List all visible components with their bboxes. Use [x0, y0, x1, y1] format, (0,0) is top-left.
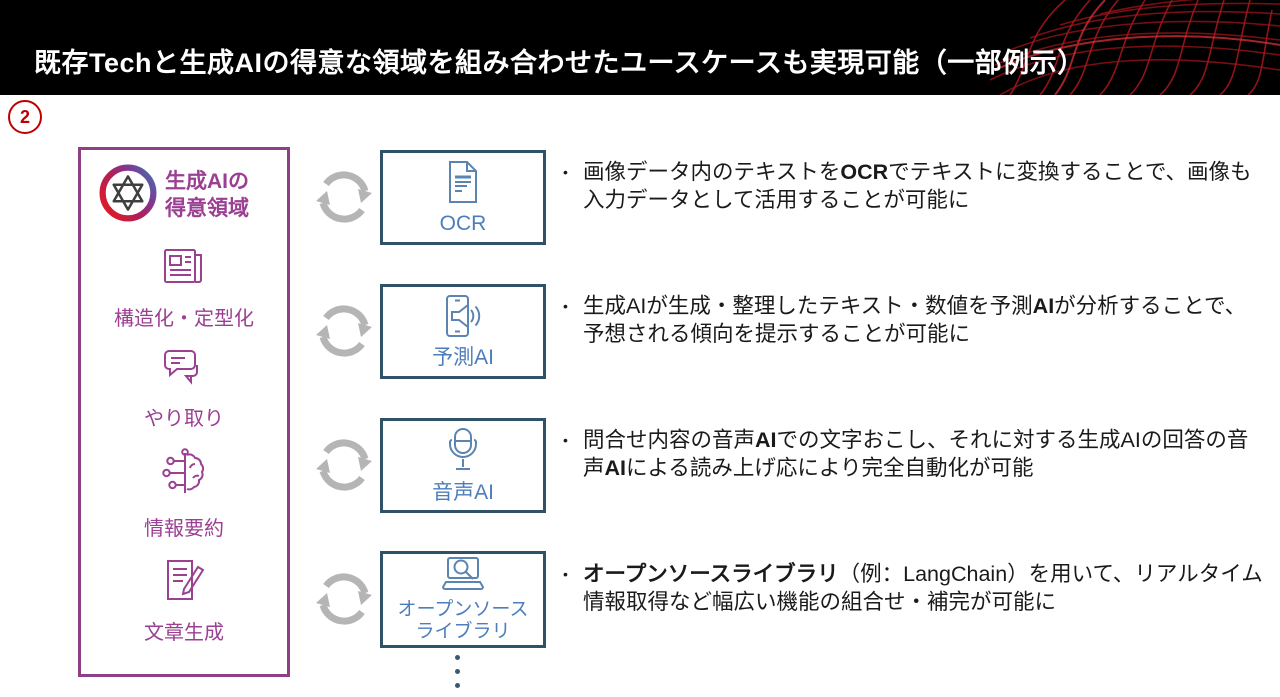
list-item: 情報要約 — [81, 431, 287, 541]
section-number: 2 — [19, 106, 30, 127]
tech-box-label: OCR — [439, 211, 487, 235]
page-title: 既存Techと生成AIの得意な領域を組み合わせたユースケースも実現可能（一部例示… — [34, 48, 1085, 78]
openai-logo-icon — [99, 164, 157, 227]
document-pencil-icon — [160, 557, 208, 608]
panel-item-label: 文章生成 — [144, 622, 224, 644]
tech-box-voice-ai: 音声AI — [380, 418, 546, 513]
ellipsis-dot — [455, 669, 460, 674]
header-bar: 既存Techと生成AIの得意な領域を組み合わせたユースケースも実現可能（一部例示… — [0, 0, 1280, 95]
tech-box-label: 予測AI — [432, 345, 494, 369]
bullet-open-source-library: • オープンソースライブラリ（例：LangChain）を用いて、リアルタイム情報… — [563, 560, 1263, 616]
cycle-arrows-icon — [316, 573, 372, 625]
newspaper-icon — [160, 245, 208, 294]
section-number-badge: 2 — [8, 100, 42, 134]
panel-item-label: 構造化・定型化 — [114, 308, 254, 330]
list-item: 文章生成 — [81, 541, 287, 645]
list-item: 構造化・定型化 — [81, 229, 287, 331]
red-mesh-decoration — [989, 0, 1280, 95]
bullet-voice-ai: • 問合せ内容の音声AIでの文字おこし、それに対する生成AIの回答の音声AIによ… — [563, 426, 1263, 482]
bullet-text: 問合せ内容の音声AIでの文字おこし、それに対する生成AIの回答の音声AIによる読… — [583, 428, 1249, 480]
document-text-icon — [443, 159, 483, 210]
tech-box-predictive-ai: 予測AI — [380, 284, 546, 379]
bullet-marker: • — [563, 298, 568, 314]
tech-box-ocr: OCR — [380, 150, 546, 245]
cycle-arrows-icon — [316, 439, 372, 491]
cycle-arrows-icon — [316, 305, 372, 357]
bullet-text: 生成AIが生成・整理したテキスト・数値を予測AIが分析することで、予想される傾向… — [583, 294, 1247, 346]
tech-box-open-source-library: オープンソース ライブラリ — [380, 551, 546, 648]
ellipsis-dot — [455, 683, 460, 688]
more-items-ellipsis — [455, 655, 460, 688]
tech-box-label: オープンソース ライブラリ — [397, 599, 529, 642]
panel-item-label: 情報要約 — [144, 518, 224, 540]
brain-circuit-icon — [159, 447, 209, 504]
phone-speaker-icon — [437, 293, 489, 344]
bullet-text: オープンソースライブラリ（例：LangChain）を用いて、リアルタイム情報取得… — [583, 562, 1263, 614]
list-item: やり取り — [81, 331, 287, 431]
panel-item-label: やり取り — [144, 408, 224, 430]
ellipsis-dot — [455, 655, 460, 660]
panel-header: 生成AIの 得意領域 — [99, 164, 279, 227]
panel-title: 生成AIの 得意領域 — [165, 170, 249, 220]
bullet-ocr: • 画像データ内のテキストをOCRでテキストに変換することで、画像も入力データと… — [563, 158, 1263, 214]
cycle-arrows-icon — [316, 171, 372, 223]
gen-ai-strength-panel: 生成AIの 得意領域 構造化・定型化 やり取り — [78, 147, 290, 677]
bullet-marker: • — [563, 164, 568, 180]
bullet-marker: • — [563, 432, 568, 448]
microphone-icon — [443, 426, 483, 479]
chat-bubbles-icon — [161, 347, 207, 394]
bullet-predictive-ai: • 生成AIが生成・整理したテキスト・数値を予測AIが分析することで、予想される… — [563, 292, 1263, 348]
tech-box-label: 音声AI — [432, 480, 494, 504]
laptop-search-icon — [438, 556, 488, 597]
bullet-marker: • — [563, 566, 568, 582]
bullet-text: 画像データ内のテキストをOCRでテキストに変換することで、画像も入力データとして… — [583, 160, 1252, 212]
